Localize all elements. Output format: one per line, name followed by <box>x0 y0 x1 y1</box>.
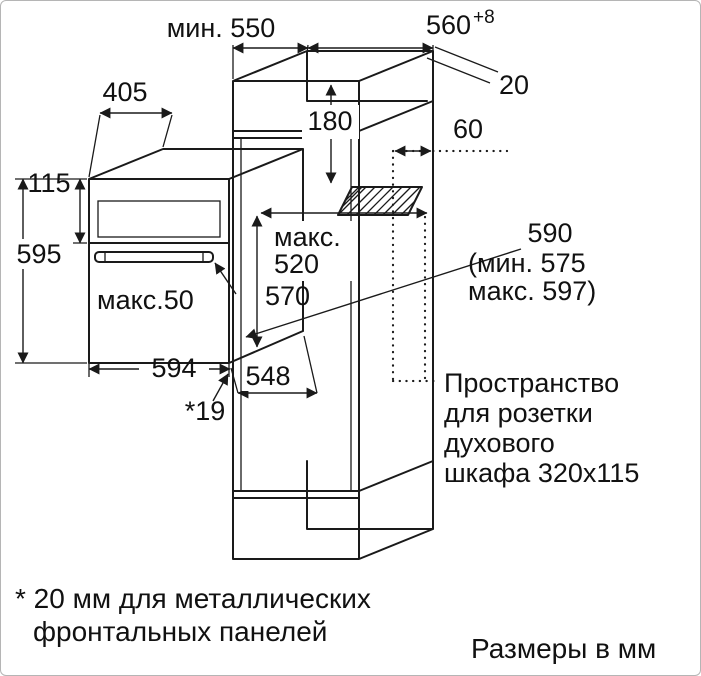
socket-note-line4: шкафа 320x115 <box>444 458 639 488</box>
dim-594-label: 594 <box>151 353 196 383</box>
dim-star19-label: *19 <box>185 396 226 426</box>
dimension-lines <box>17 42 522 402</box>
dim-560-tolerance-label: +8 <box>473 7 495 28</box>
dim-405-label: 405 <box>102 77 147 107</box>
footnote-line1: * 20 мм для металлических <box>15 583 371 614</box>
dim-590-label: 590 <box>527 218 572 248</box>
dim-20-label: 20 <box>499 70 529 100</box>
footnote-line2: фронтальных панелей <box>33 616 327 647</box>
socket-note: Пространство для розетки духового шкафа … <box>444 368 639 488</box>
dim-180-label: 180 <box>307 106 352 136</box>
dim-max-word-label: макс. <box>274 222 341 252</box>
socket-note-line3: духового <box>444 428 555 458</box>
dim-548-label: 548 <box>245 361 290 391</box>
oven-door-handle <box>94 251 214 263</box>
dim-115-label: 115 <box>27 168 70 198</box>
dim-max50-label: макс.50 <box>97 285 194 315</box>
oven-control-panel <box>97 200 221 238</box>
socket-clearance-dotted-outline <box>391 149 509 383</box>
dim-560-label: 560 <box>426 10 471 40</box>
units-note: Размеры в мм <box>471 633 656 664</box>
socket-note-line2: для розетки <box>444 398 593 428</box>
dim-520-label: 520 <box>274 249 319 279</box>
socket-note-line1: Пространство <box>444 368 619 398</box>
dim-590-min-label: (мин. 575 <box>468 248 586 278</box>
dim-min-550-label: мин. 550 <box>167 13 276 43</box>
dim-570-label: 570 <box>265 281 310 311</box>
cabinet-wireframe <box>232 50 434 560</box>
dim-595-label: 595 <box>16 239 61 269</box>
dim-60-label: 60 <box>453 114 483 144</box>
oven-wireframe <box>88 148 304 364</box>
label-backings <box>242 105 359 391</box>
dim-590-max-label: макс. 597) <box>468 276 596 306</box>
